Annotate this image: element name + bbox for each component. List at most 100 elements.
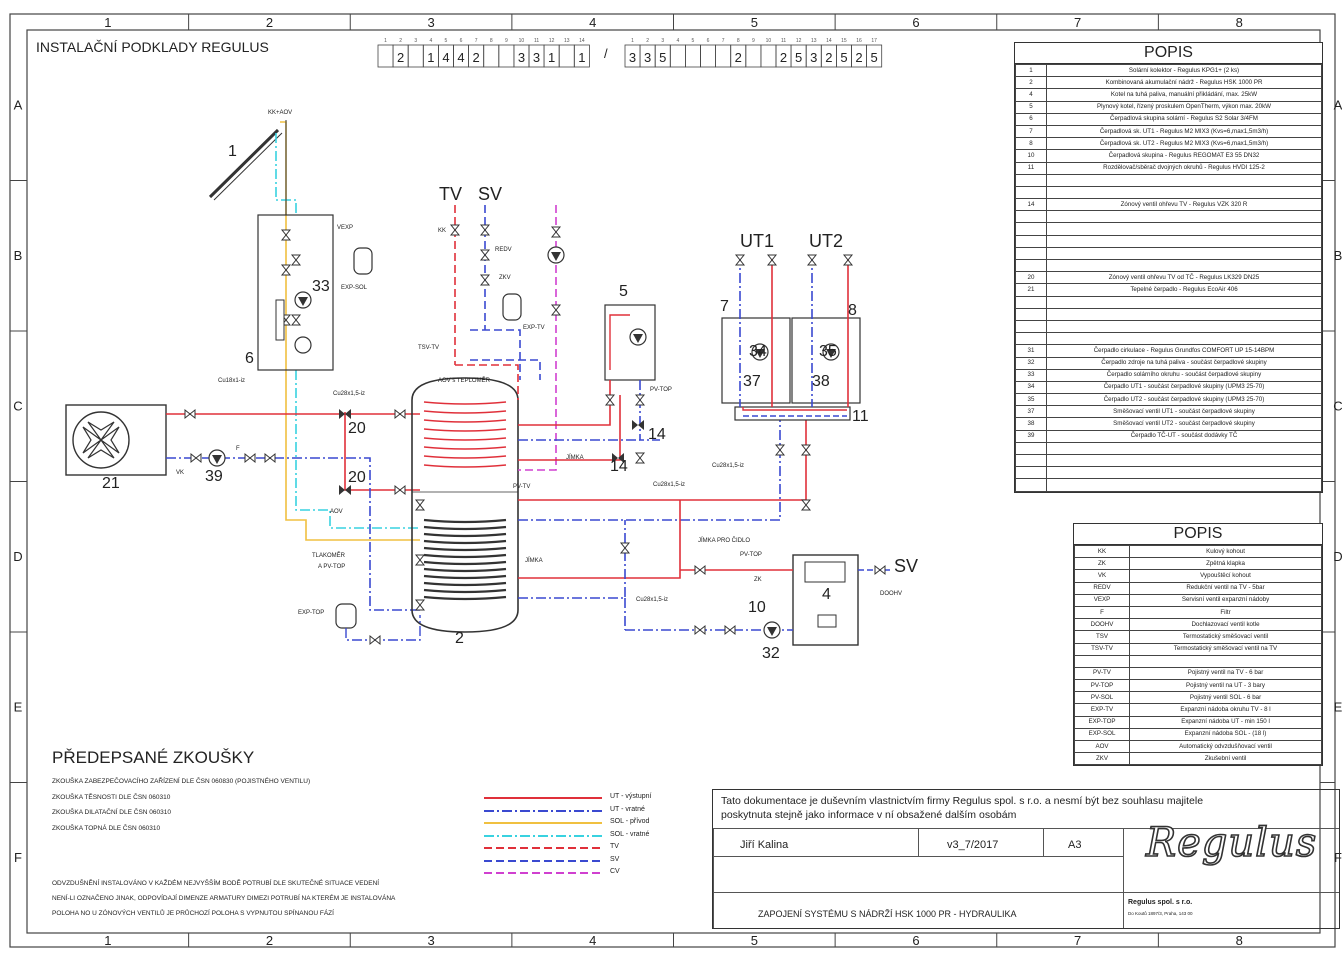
popis-description (1046, 173, 1322, 187)
label-1: 1 (228, 143, 237, 160)
popis-description (1046, 185, 1322, 200)
popis-description (1046, 466, 1322, 480)
popis-description (1046, 258, 1322, 273)
label-14b: 14 (610, 458, 628, 475)
popis-number: 10 (1015, 149, 1047, 163)
column-index: 2 (266, 15, 273, 30)
legend-label: UT - výstupní (610, 793, 652, 800)
test-line: ZKOUŠKA ZABEZPEČOVACÍHO ZAŘÍZENÍ DLE ČSN… (52, 778, 311, 785)
code-box (498, 44, 515, 68)
small-label-cu28a: Cu28x1,5-iz (333, 391, 366, 397)
label-tv: TV (439, 184, 463, 204)
row-index: D (13, 549, 22, 564)
label-6: 6 (245, 350, 254, 367)
label-35: 35 (819, 343, 837, 360)
row-index: A (14, 97, 23, 112)
valve-icon (774, 444, 786, 456)
code-index: 14 (579, 38, 585, 44)
ownership-note-line: poskytnuta stejně jako informace v ní ob… (721, 809, 1017, 821)
abbrev-description: Zkušební ventil (1129, 752, 1322, 766)
code-digit: 2 (780, 50, 787, 65)
note-line: POLOHA NO U ZÓNOVÝCH VENTILŮ JE PRŮCHOZÍ… (52, 910, 334, 917)
company-name: Regulus spol. s r.o. (1128, 899, 1193, 906)
legend-swatch (484, 797, 602, 799)
note-line: ODVZDUŠNĚNÍ INSTALOVÁNO V KAŽDÉM NEJVYŠŠ… (52, 880, 380, 887)
small-label-f: F (236, 446, 240, 452)
legend-swatch (484, 809, 602, 812)
pump-icon (298, 297, 308, 306)
code-index: 6 (460, 38, 463, 44)
valve-icon (244, 452, 256, 464)
code-box (715, 44, 732, 68)
code-box (685, 44, 701, 68)
abbrev-code: EXP-TOP (1074, 715, 1130, 729)
table-row (1015, 453, 1322, 468)
popis-description (1046, 234, 1322, 248)
zone-valve-icon (339, 409, 351, 419)
valve-icon (874, 564, 886, 576)
valve-icon (414, 499, 426, 511)
abbrev-description: Pojistný ventil na TV - 6 bar (1129, 666, 1322, 681)
code-index: 16 (856, 38, 862, 44)
tests-title: PŘEDEPSANÉ ZKOUŠKY (52, 748, 255, 767)
abbrev-description: Vypouštěcí kohout (1129, 569, 1322, 583)
valve-icon (800, 499, 812, 511)
zone-valve-icon (632, 420, 644, 430)
code-index: 3 (414, 38, 417, 44)
format-cell: A3 (1043, 828, 1124, 857)
column-index: 8 (1236, 933, 1243, 948)
popis-description (1046, 332, 1322, 346)
popis-number (1015, 210, 1047, 224)
test-line: ZKOUŠKA TĚSNOSTI DLE ČSN 060310 (52, 793, 171, 801)
valve-icon (694, 564, 706, 576)
legend-entry: SOL - přívod (484, 818, 664, 831)
small-label-pvtop: PV-TOP (650, 387, 672, 393)
small-label-zkv: ZKV (499, 275, 511, 281)
small-label-cu18: Cu18x1-iz (218, 378, 246, 384)
ut2-pump-group (791, 317, 861, 404)
valve-icon (280, 264, 292, 276)
author-name: Jiří Kalina (740, 839, 789, 851)
abbrev-code: ZKV (1074, 752, 1130, 766)
label-sv-boiler: SV (894, 556, 919, 576)
code-box (866, 44, 883, 68)
logo-cell (1123, 828, 1339, 893)
valve-icon (842, 254, 854, 266)
code-index: 9 (752, 38, 755, 44)
popis-description: Čerpadlo TČ-UT - součást dodávky TČ (1046, 429, 1322, 443)
abbrev-code (1074, 654, 1130, 668)
valve-icon (800, 444, 812, 456)
legend-swatch (484, 859, 602, 862)
valve-icon (550, 304, 562, 316)
code-index: 10 (766, 38, 772, 44)
popis-number: 35 (1015, 393, 1047, 407)
code-index: 8 (490, 38, 493, 44)
popis-description: Čerpadlová sk. UT2 - Regulus M2 MIX3 (Kv… (1046, 137, 1322, 151)
small-label-exptop: EXP-TOP (298, 610, 325, 616)
code-digit: 5 (795, 50, 802, 65)
abbrev-code: PV-TOP (1074, 679, 1130, 693)
valve-icon (734, 254, 746, 266)
code-index: 13 (564, 38, 570, 44)
popis-number (1015, 185, 1047, 200)
valve-icon (290, 254, 302, 266)
popis-description: Čerpadlo zdroje na tuhá paliva - součást… (1046, 356, 1322, 370)
popis-number: 4 (1015, 88, 1047, 102)
small-label-aov: AOV (330, 509, 343, 515)
valve-icon (414, 554, 426, 566)
small-label-kk: KK (438, 228, 447, 234)
popis-number: 8 (1015, 137, 1047, 151)
code-index: 4 (676, 38, 679, 44)
abbrev-description: Pojistný ventil na UT - 3 bary (1129, 679, 1322, 693)
